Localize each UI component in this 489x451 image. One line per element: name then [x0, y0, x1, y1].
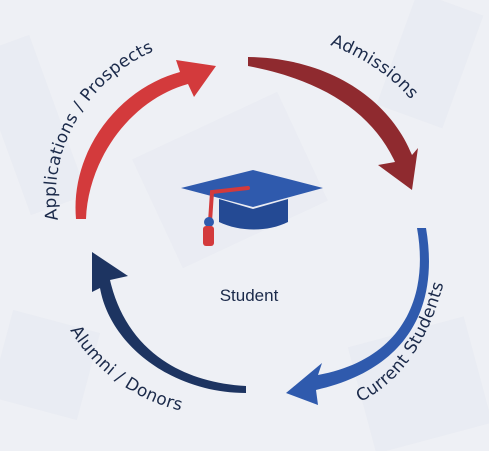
center-label-student: Student [219, 286, 279, 305]
arrow-applications-prospects [75, 60, 216, 219]
arrow-alumni-donors [92, 252, 246, 393]
arrow-current-students [286, 228, 429, 405]
graduation-cap-icon [181, 170, 323, 246]
arrow-admissions [248, 57, 418, 190]
